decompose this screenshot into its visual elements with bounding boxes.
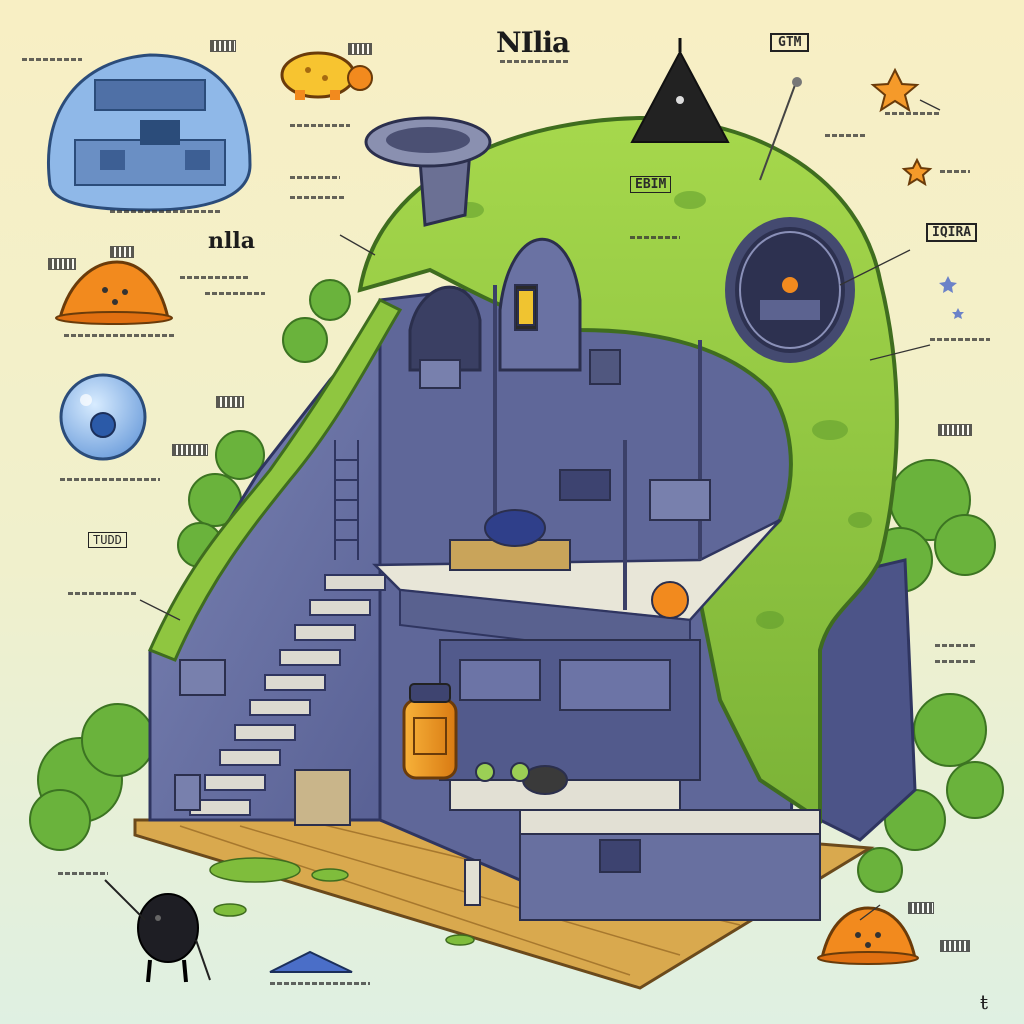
dome-arch-left xyxy=(408,285,482,372)
annotation-tag xyxy=(172,444,208,456)
lower-interior-props xyxy=(174,639,821,921)
annotation-scribble xyxy=(630,236,680,239)
annotation-scribble xyxy=(60,478,160,481)
leader-lines xyxy=(139,99,941,921)
artist-signature: ŧ xyxy=(980,990,989,1014)
annotation-scribble xyxy=(290,176,340,179)
blue-bubble-icon xyxy=(59,373,147,461)
annotation-scribble xyxy=(205,292,265,295)
annotation-scribble xyxy=(290,124,350,127)
annotation-scribble xyxy=(68,592,138,595)
annotation-scribble xyxy=(935,660,975,663)
poster-title: NIlia xyxy=(496,26,570,59)
annotation-tag xyxy=(938,424,972,436)
annotation-tag xyxy=(940,940,970,952)
star-icon xyxy=(939,276,964,319)
blue-dome-pod-icon xyxy=(47,53,252,212)
honey-jar-icon xyxy=(402,683,458,780)
annotation-scribble xyxy=(935,644,975,647)
turtle-creature-icon xyxy=(280,51,373,100)
shell-left-rim xyxy=(147,298,403,662)
antenna-spire-icon xyxy=(630,38,802,181)
flask-chimney-icon xyxy=(364,116,492,227)
annotation-tag xyxy=(110,246,134,258)
staircase xyxy=(189,574,386,816)
annotation-scribble xyxy=(825,134,865,137)
annotation-scribble xyxy=(940,170,970,173)
star-icon xyxy=(870,67,933,187)
annotation-scribble xyxy=(930,338,990,341)
orange-slime-icon xyxy=(55,260,173,325)
poster-subtitle: nlla xyxy=(208,228,255,254)
annotation-scribble xyxy=(22,58,82,61)
dome-label: EBIM xyxy=(630,176,672,193)
annotation-tag xyxy=(216,396,244,408)
annotation-scribble xyxy=(500,60,570,63)
annotation-tag xyxy=(908,902,934,914)
left-tag-label: TUDD xyxy=(88,532,127,548)
top-right-box-label: GTM xyxy=(770,33,810,52)
annotation-scribble xyxy=(58,872,108,875)
dome-arch-center xyxy=(498,237,582,372)
support-poles xyxy=(493,285,702,610)
annotation-tag xyxy=(48,258,76,270)
annotation-scribble xyxy=(180,276,250,279)
orange-slime-icon xyxy=(817,906,919,965)
annotation-tag xyxy=(210,40,236,52)
porthole-interior xyxy=(760,277,820,320)
annotation-scribble xyxy=(64,334,174,337)
annotation-scribble xyxy=(270,982,370,985)
annotation-tag xyxy=(348,43,372,55)
annotation-scribble xyxy=(885,112,940,115)
blue-pyramid-icon xyxy=(269,950,353,973)
ladder xyxy=(334,440,359,560)
right-box-label: IQIRA xyxy=(926,223,978,242)
upper-interior-props xyxy=(419,284,711,619)
slime-puddles xyxy=(209,857,475,946)
black-bug-creature-icon xyxy=(104,879,211,983)
annotation-scribble xyxy=(290,196,345,199)
annotation-scribble xyxy=(110,210,220,213)
